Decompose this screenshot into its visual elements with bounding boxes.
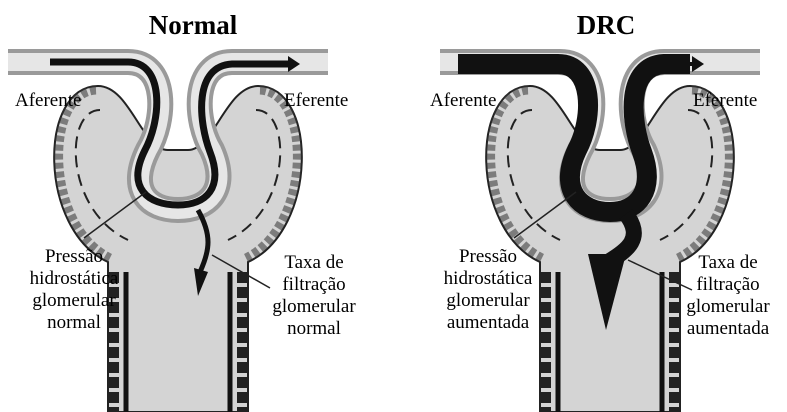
panel-title: Normal bbox=[149, 10, 238, 40]
efferent-label: Eferente bbox=[284, 90, 348, 111]
afferent-label: Aferente bbox=[430, 90, 496, 111]
pressure-label-line: glomerular bbox=[32, 290, 116, 311]
filtration-label-line: glomerular bbox=[272, 296, 356, 317]
filtration-label-line: Taxa de bbox=[284, 252, 343, 273]
pressure-label-line: hidrostática bbox=[444, 268, 533, 289]
filtration-label-line: aumentada bbox=[687, 318, 770, 339]
pressure-label-line: normal bbox=[47, 312, 101, 333]
pressure-label-line: Pressão bbox=[459, 246, 517, 267]
filtration-label-line: normal bbox=[287, 318, 341, 339]
filtration-label-line: filtração bbox=[282, 274, 345, 295]
pressure-label-line: glomerular bbox=[446, 290, 530, 311]
pressure-label-line: Pressão bbox=[45, 246, 103, 267]
pressure-label-line: aumentada bbox=[447, 312, 530, 333]
filtration-label-line: Taxa de bbox=[698, 252, 757, 273]
filtration-label-line: filtração bbox=[696, 274, 759, 295]
panel-title: DRC bbox=[577, 10, 636, 40]
afferent-label: Aferente bbox=[15, 90, 81, 111]
efferent-label: Eferente bbox=[693, 90, 757, 111]
filtration-label-line: glomerular bbox=[686, 296, 770, 317]
pressure-label-line: hidrostática bbox=[30, 268, 119, 289]
